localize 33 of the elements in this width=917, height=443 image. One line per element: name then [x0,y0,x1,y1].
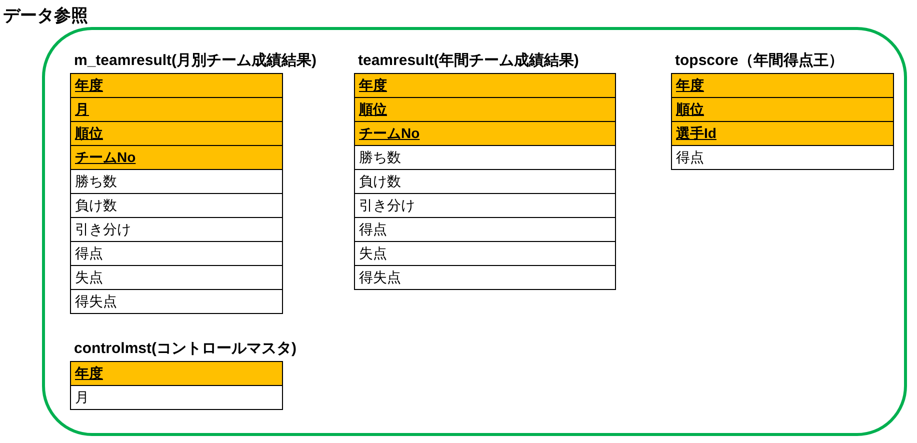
entity-table [70,50,317,314]
field-cell: 勝ち数 [354,145,616,170]
field-cell: 失点 [70,265,283,290]
entity-table [671,50,894,170]
field-cell: 引き分け [354,193,616,218]
table-title: teamresult(年間チーム成績結果) [357,51,580,71]
key-field-cell: 年度 [354,73,616,98]
field-cell: 失点 [354,241,616,266]
key-field-cell: 年度 [70,73,283,98]
field-cell: 得失点 [354,265,616,290]
key-field-cell: 順位 [70,121,283,146]
entity-table [354,50,616,290]
key-field-cell: 月 [70,97,283,122]
table-title: m_teamresult(月別チーム成績結果) [73,51,317,71]
field-cell: 得失点 [70,289,283,314]
section-heading: データ参照 [3,5,88,27]
table-title: topscore（年間得点王） [674,51,844,71]
field-cell: 勝ち数 [70,169,283,194]
key-field-cell: チームNo [70,145,283,170]
field-cell: 月 [70,385,283,410]
key-field-cell: チームNo [354,121,616,146]
field-cell: 得点 [671,145,894,170]
table-title: controlmst(コントロールマスタ) [73,339,296,359]
key-field-cell: 選手Id [671,121,894,146]
key-field-cell: 年度 [671,73,894,98]
field-cell: 負け数 [354,169,616,194]
field-cell: 負け数 [70,193,283,218]
key-field-cell: 順位 [354,97,616,122]
key-field-cell: 順位 [671,97,894,122]
key-field-cell: 年度 [70,361,283,386]
field-cell: 引き分け [70,217,283,242]
field-cell: 得点 [354,217,616,242]
field-cell: 得点 [70,241,283,266]
